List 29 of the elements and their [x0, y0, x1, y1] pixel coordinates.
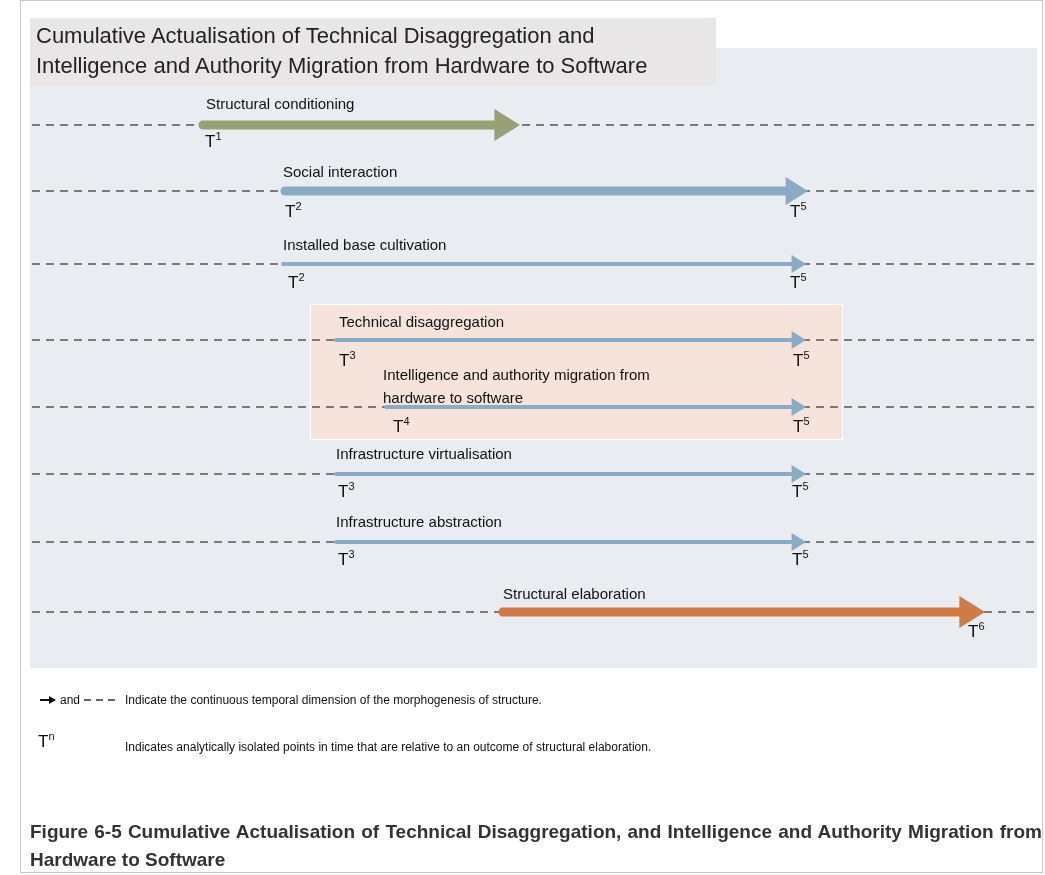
- row-label: Structural elaboration: [503, 585, 646, 602]
- row-label: Structural conditioning: [206, 95, 355, 112]
- legend-symbol: T$^{n}$: [38, 730, 55, 752]
- time-point-label: T$^{6}$: [968, 620, 985, 642]
- figure-caption: Figure 6-5 Cumulative Actualisation of Technical Disaggregation, and Intelligence and Authority Migration from Hardware to Software: [30, 820, 1042, 872]
- time-point-label: T$^{5}$: [793, 349, 810, 371]
- time-point-label: T$^{5}$: [790, 271, 807, 293]
- legend-text: Indicate the continuous temporal dimension of the morphogenesis of structure.: [125, 693, 542, 707]
- row-label: Intelligence and authority migration from hardware to software: [383, 365, 651, 408]
- time-point-label: T$^{3}$: [338, 480, 355, 502]
- time-point-label: T$^{4}$: [393, 415, 410, 437]
- time-point-label: T$^{5}$: [790, 200, 807, 222]
- row-label: Infrastructure abstraction: [336, 513, 502, 530]
- highlight-box: [310, 304, 843, 440]
- time-point-label: T$^{2}$: [285, 200, 302, 222]
- time-point-label: T$^{3}$: [338, 548, 355, 570]
- time-point-label: T$^{5}$: [792, 480, 809, 502]
- row-label: Social interaction: [283, 163, 398, 180]
- legend-text: Indicates analytically isolated points in time that are relative to an outcome of structural elaboration.: [125, 740, 652, 754]
- time-point-label: T$^{2}$: [288, 271, 305, 293]
- legend-text: and: [60, 693, 81, 707]
- row-label: Installed base cultivation: [283, 236, 447, 253]
- time-point-label: T$^{1}$: [205, 130, 222, 152]
- diagram-title: Cumulative Actualisation of Technical Disaggregation and Intelligence and Authority Migration from Hardware to Software: [30, 18, 716, 86]
- row-label: Infrastructure virtualisation: [336, 445, 512, 462]
- time-point-label: T$^{3}$: [339, 349, 356, 371]
- row-label: Technical disaggregation: [339, 313, 505, 330]
- time-point-label: T$^{5}$: [793, 415, 810, 437]
- time-point-label: T$^{5}$: [792, 548, 809, 570]
